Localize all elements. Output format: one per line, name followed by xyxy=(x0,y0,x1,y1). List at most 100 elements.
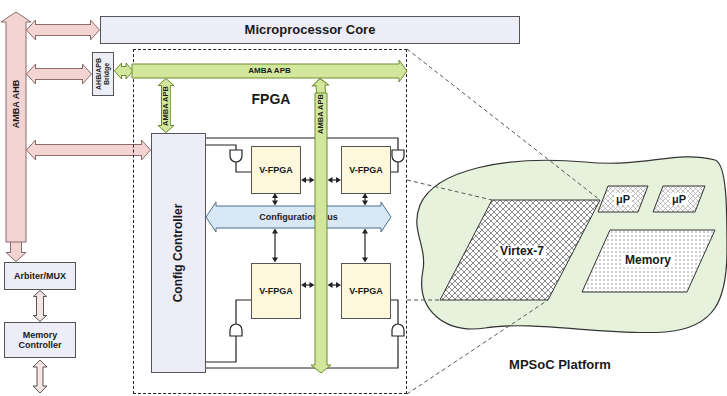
connector-line xyxy=(274,198,275,202)
bus-connector xyxy=(332,285,337,286)
node-label: AMBA APB xyxy=(248,67,291,75)
bus-connector xyxy=(40,296,41,316)
node-label: V-FPGA xyxy=(259,286,293,296)
node-label: AHB/APB Bridge xyxy=(95,53,111,95)
vfpga-box: V-FPGA xyxy=(251,146,301,194)
bus-connector xyxy=(275,198,276,202)
vfpga-box: V-FPGA xyxy=(251,263,301,319)
node-label: Arbiter/MUX xyxy=(14,271,66,281)
node-label: AMBA APB xyxy=(317,94,325,134)
bus-connector xyxy=(121,71,127,72)
node-label: V-FPGA xyxy=(259,165,293,175)
bridge-box: AHB/APB Bridge xyxy=(92,52,114,96)
bus-connector xyxy=(35,30,91,31)
connector-line xyxy=(121,67,127,75)
control-wire xyxy=(206,300,251,362)
fpga-block-outline xyxy=(440,200,600,300)
zoom-leader-line xyxy=(407,49,600,200)
vfpga-box: V-FPGA xyxy=(341,263,391,319)
connector-line xyxy=(364,198,365,202)
connector-line xyxy=(316,85,325,93)
connector-line xyxy=(35,69,83,79)
node-label: FPGA xyxy=(252,92,291,107)
bus-connector xyxy=(365,198,366,202)
fpga-region: FPGAConfig ControllerV-FPGAV-FPGAV-FPGAV… xyxy=(133,49,407,394)
bus-connector xyxy=(275,233,276,258)
zoom-leader-line xyxy=(407,300,548,394)
bus-connector xyxy=(306,180,311,181)
connector-line xyxy=(206,145,251,172)
bus-connector xyxy=(16,242,17,253)
peripheral-bus: AMBA APB xyxy=(132,64,407,78)
connector-line xyxy=(364,233,365,258)
processor-block-outline xyxy=(653,186,705,212)
connector-line xyxy=(306,284,311,285)
connector-line xyxy=(11,242,21,253)
connector-line xyxy=(35,25,91,35)
control-wire xyxy=(206,145,251,172)
node-label: MPSoC Platform xyxy=(509,358,611,372)
and-gate xyxy=(230,324,242,336)
connector-outline xyxy=(10,242,22,253)
connector-outline xyxy=(36,296,44,316)
connector-outline xyxy=(161,85,171,126)
and-gate xyxy=(392,150,404,162)
bus-connector xyxy=(365,233,366,258)
bus-arrow xyxy=(311,93,331,373)
node-label: Memory Controller xyxy=(5,330,75,351)
connector-line xyxy=(162,85,170,126)
node-label: Memory xyxy=(623,254,673,267)
memory-controller-box: Memory Controller xyxy=(4,322,76,358)
connector-line xyxy=(35,145,142,155)
node-label: V-FPGA xyxy=(349,165,383,175)
connector-outline xyxy=(35,68,83,80)
connector-line xyxy=(306,179,311,180)
connector-outline xyxy=(121,66,127,76)
bus-label: AMBA APB xyxy=(162,85,170,127)
platform-outline: MPSoC Platform Virtex-7 μP μP Memory xyxy=(415,150,727,378)
platform-outline xyxy=(417,157,727,333)
peripheral-bus-shape xyxy=(315,93,327,373)
bus-connector xyxy=(35,150,142,151)
connector-outline xyxy=(35,24,91,36)
controller-box: Config Controller xyxy=(151,133,206,373)
and-gate xyxy=(230,150,242,162)
node-label: V-FPGA xyxy=(349,286,383,296)
node-label: AMBA AHB xyxy=(12,80,21,128)
bus-arrow xyxy=(1,12,31,242)
zoom-leader-line xyxy=(407,300,440,301)
connector-line xyxy=(37,296,43,316)
peripheral-bus: AMBA APB xyxy=(315,93,327,373)
connector-line xyxy=(332,179,337,180)
connector-line xyxy=(332,284,337,285)
connector-line xyxy=(206,300,251,362)
configuration-bus: Configuration Bus xyxy=(206,206,391,228)
bus-connector xyxy=(306,285,311,286)
bus-connector xyxy=(332,180,337,181)
node-label: μP xyxy=(614,193,632,205)
zoom-leader-line xyxy=(407,180,492,200)
connector-outline xyxy=(315,85,326,93)
processor-block-outline xyxy=(598,186,648,212)
and-gate xyxy=(392,324,404,336)
bus-arrow xyxy=(206,202,391,232)
connector-line xyxy=(274,233,275,258)
arbiter-box: Arbiter/MUX xyxy=(4,262,76,290)
node-label: Config Controller xyxy=(172,204,186,303)
memory-port-arrow xyxy=(33,360,47,393)
bus-connector xyxy=(320,85,322,93)
processor-box: Microprocessor Core xyxy=(100,16,520,44)
bus-arrow xyxy=(132,60,407,82)
fpga-block: Virtex-7 xyxy=(440,200,600,300)
system-bus: AMBA AHB xyxy=(6,12,26,242)
memory-block: Memory xyxy=(582,230,715,292)
node-label: Microprocessor Core xyxy=(245,23,376,38)
memory-block-outline xyxy=(582,230,715,292)
vfpga-box: V-FPGA xyxy=(341,146,391,194)
bus-connector xyxy=(35,74,83,75)
connector-outline xyxy=(35,144,142,156)
processor-block: μP xyxy=(598,186,648,212)
node-label: μP xyxy=(670,193,688,205)
node-label: Virtex-7 xyxy=(498,245,546,258)
